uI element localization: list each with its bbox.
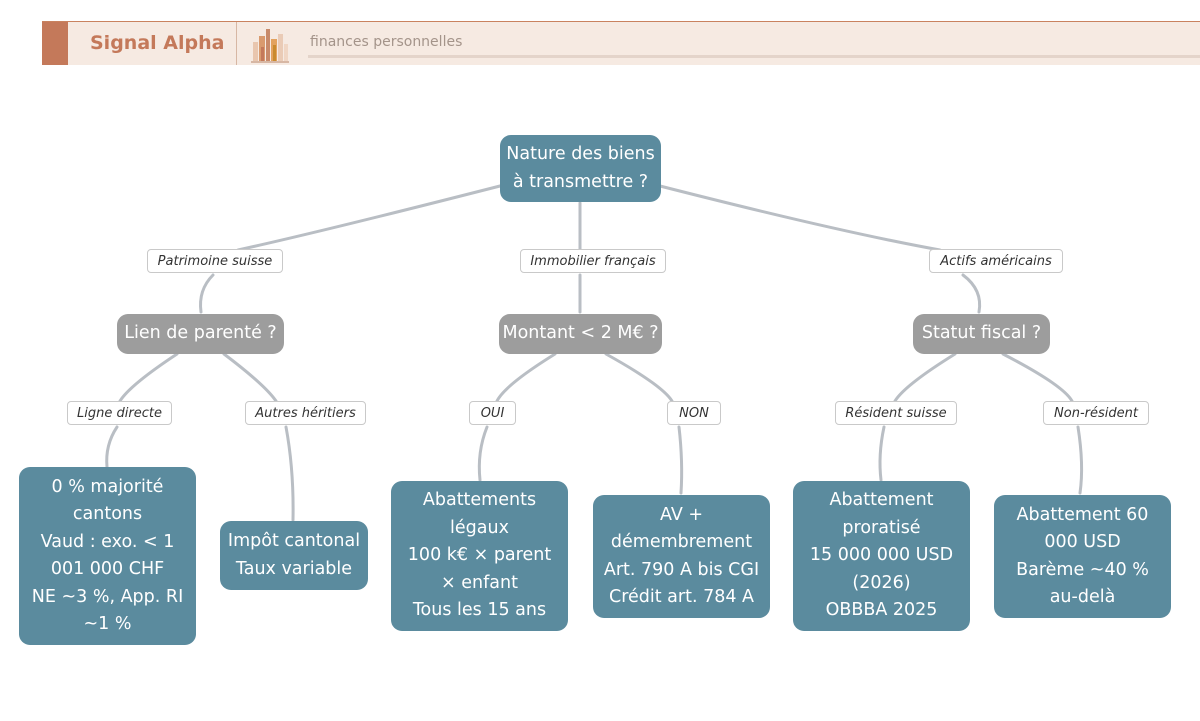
connector-non-result xyxy=(677,425,684,495)
result-node-autres-heritiers: Impôt cantonal Taux variable xyxy=(220,521,368,590)
result-text-oui: Abattements légaux 100 k€ × parent × enf… xyxy=(407,490,552,621)
result-text-resident-suisse: Abattement proratisé 15 000 000 USD (202… xyxy=(809,490,954,621)
option-label-oui: OUI xyxy=(469,401,516,425)
question-node-montant: Montant < 2 M€ ? xyxy=(499,314,662,354)
option-label-resident-suisse: Résident suisse xyxy=(835,401,957,425)
connector-resident-result xyxy=(878,425,886,482)
root-question-text: Nature des biens à transmettre ? xyxy=(506,144,655,192)
result-node-non: AV + démembrement Art. 790 A bis CGI Cré… xyxy=(593,495,770,618)
branch-label-patrimoine-suisse: Patrimoine suisse xyxy=(147,249,283,273)
site-subtitle[interactable]: finances personnelles xyxy=(310,34,463,50)
connector-autres-result xyxy=(284,425,295,522)
branch-label-actifs-americains: Actifs américains xyxy=(929,249,1063,273)
result-node-non-resident: Abattement 60 000 USD Barème ~40 % au-de… xyxy=(994,495,1171,618)
result-node-ligne-directe: 0 % majorité cantons Vaud : exo. < 1 001… xyxy=(19,467,196,645)
header-banner: Signal Alpha finances personnelles xyxy=(42,21,1200,65)
question-text-montant: Montant < 2 M€ ? xyxy=(502,323,659,344)
connector-montant-non xyxy=(604,352,674,403)
option-label-autres-heritiers: Autres héritiers xyxy=(245,401,366,425)
option-label-non: NON xyxy=(667,401,721,425)
connector-parente-directe xyxy=(118,352,179,403)
question-text-statut-fiscal: Statut fiscal ? xyxy=(921,323,1042,344)
banner-divider xyxy=(236,22,237,65)
result-text-autres-heritiers: Impôt cantonal Taux variable xyxy=(227,531,361,579)
question-node-statut-fiscal: Statut fiscal ? xyxy=(913,314,1050,354)
branch-label-immobilier-francais: Immobilier français xyxy=(520,249,666,273)
result-text-non-resident: Abattement 60 000 USD Barème ~40 % au-de… xyxy=(1016,504,1149,608)
connector-patrimoine-question xyxy=(199,273,215,314)
question-text-lien-de-parente: Lien de parenté ? xyxy=(124,323,277,344)
banner-underline xyxy=(308,55,1200,58)
connector-statut-resident xyxy=(893,352,957,403)
connector-montant-oui xyxy=(495,352,557,403)
connector-oui-result xyxy=(477,425,489,482)
connector-nonresident-result xyxy=(1076,425,1084,495)
result-text-ligne-directe: 0 % majorité cantons Vaud : exo. < 1 001… xyxy=(31,476,184,635)
option-label-ligne-directe: Ligne directe xyxy=(67,401,172,425)
connector-parente-autres xyxy=(222,352,278,403)
connector-root-patrimoine xyxy=(236,184,502,252)
option-label-non-resident: Non-résident xyxy=(1043,401,1149,425)
root-question-node: Nature des biens à transmettre ? xyxy=(500,135,661,202)
banner-accent xyxy=(42,22,68,65)
connector-statut-nonresident xyxy=(1001,352,1074,403)
result-node-oui: Abattements légaux 100 k€ × parent × enf… xyxy=(391,481,568,631)
brand-name[interactable]: Signal Alpha xyxy=(90,32,225,54)
connector-directe-result xyxy=(105,425,119,469)
result-text-non: AV + démembrement Art. 790 A bis CGI Cré… xyxy=(603,504,760,608)
connector-actifs-question xyxy=(961,273,982,314)
connector-root-actifs xyxy=(658,184,942,252)
city-buildings-icon xyxy=(251,29,289,63)
question-node-lien-de-parente: Lien de parenté ? xyxy=(117,314,284,354)
result-node-resident-suisse: Abattement proratisé 15 000 000 USD (202… xyxy=(793,481,970,631)
